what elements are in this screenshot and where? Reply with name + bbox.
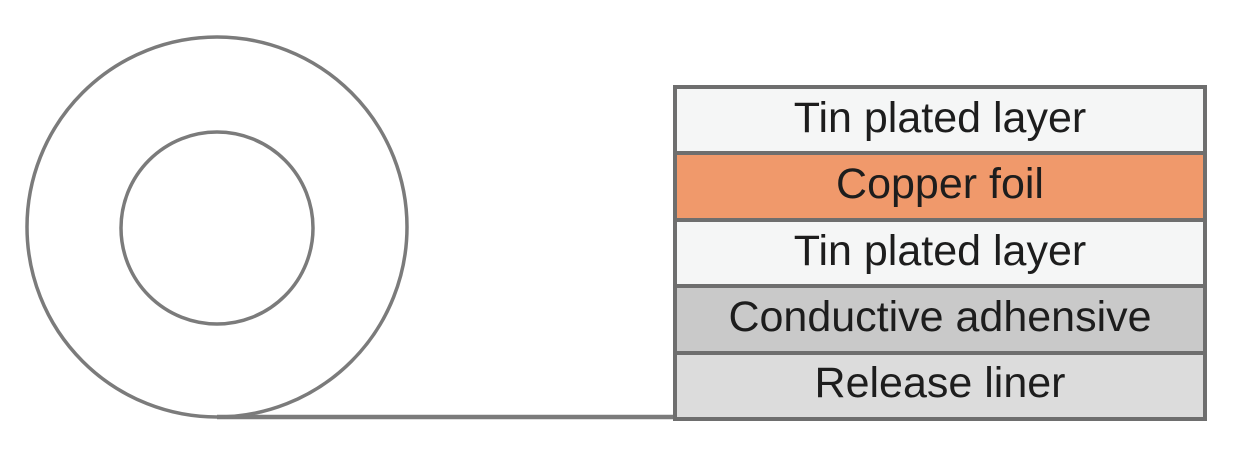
layer-stack: Tin plated layer Copper foil Tin plated … [673,85,1207,421]
layer-label: Tin plated layer [793,226,1087,275]
layer-label: Tin plated layer [793,93,1087,142]
layer-label: Release liner [814,359,1066,408]
layer-row-tin-plated-top: Tin plated layer [677,89,1203,152]
layer-label: Copper foil [836,160,1044,209]
layer-row-conductive-adhesive: Conductive adhensive [677,284,1203,351]
roll-inner-circle [119,130,315,326]
layer-row-release-liner: Release liner [677,350,1203,418]
roll-outer-circle [25,35,409,419]
layer-row-copper-foil: Copper foil [677,151,1203,218]
layer-label: Conductive adhensive [728,292,1152,341]
layer-row-tin-plated-bottom: Tin plated layer [677,217,1203,285]
